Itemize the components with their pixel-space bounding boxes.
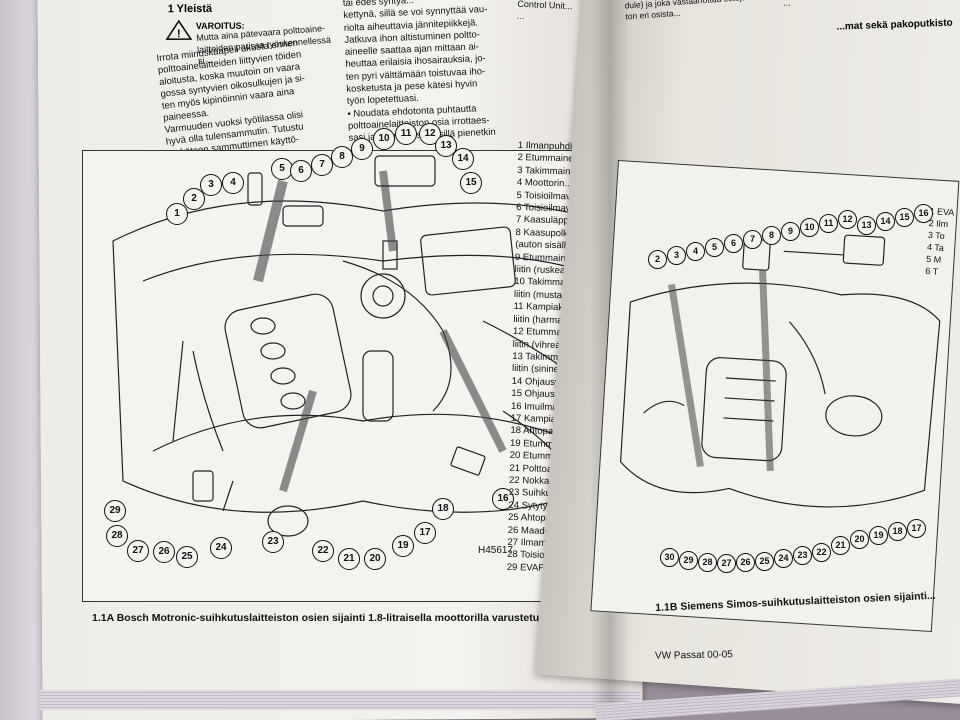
callout-18: 18 [432,498,454,520]
callout-b-2: 2 [648,250,667,269]
warning-triangle-icon: ! [165,19,193,40]
callout-b-6: 6 [724,234,743,253]
callout-24: 24 [210,537,232,559]
callout-6: 6 [290,160,312,182]
figure-ref-code: H45617 [478,545,514,556]
callout-21: 21 [338,548,360,570]
callout-b-15: 15 [895,208,914,227]
callout-b-22: 22 [812,543,831,562]
svg-text:!: ! [177,28,181,40]
callout-2: 2 [183,188,205,210]
legend-b-row: 6 T [925,265,939,277]
callout-4: 4 [222,172,244,194]
callout-b-10: 10 [800,218,819,237]
callout-7: 7 [311,154,333,176]
callout-b-27: 27 [717,554,736,573]
left-page: 1 Yleistä ! VAROITUS: Mutta aina pätevaa… [37,0,643,720]
callout-25: 25 [176,546,198,568]
callout-b-25: 25 [755,552,774,571]
callout-b-4: 4 [686,242,705,261]
callout-b-26: 26 [736,553,755,572]
engine-bay-drawing [112,155,614,537]
callout-b-19: 19 [869,526,888,545]
callout-26: 26 [153,541,175,563]
callout-b-28: 28 [698,553,717,572]
callout-23: 23 [262,531,284,553]
page-footer: VW Passat 00-05 [654,649,733,662]
right-header: ...mat sekä pakoputkisto [836,17,953,33]
callout-b-24: 24 [774,549,793,568]
section-header: 1 Yleistä [167,2,213,16]
figure-a-caption: 1.1A Bosch Motronic-suihkutuslaitteiston… [92,612,600,624]
callout-29: 29 [104,500,126,522]
callout-19: 19 [392,535,414,557]
callout-b-3: 3 [667,246,686,265]
callout-22: 22 [312,540,334,562]
right-col1-text: lyhenne ECM (Electronic Control Mo- dule… [624,0,776,22]
warning-box: ! VAROITUS: Mutta aina pätevaara polttoa… [165,19,331,66]
callout-b-30: 30 [660,548,679,567]
callout-b-29: 29 [679,551,698,570]
callout-b-20: 20 [850,530,869,549]
callout-20: 20 [364,548,386,570]
callout-b-8: 8 [762,226,781,245]
right-col2-text: ... [783,0,791,8]
callout-17: 17 [414,522,436,544]
callout-11: 11 [395,123,417,145]
callout-3: 3 [200,174,222,196]
callout-5: 5 [271,158,293,180]
col1-text: Irrota miinuskaapeli akusta ennen poltto… [155,37,306,160]
callout-13: 13 [435,135,457,157]
callout-9: 9 [351,138,373,160]
col2-text: tai edes syntyä... kettynä, sillä se voi… [342,0,496,144]
callout-b-9: 9 [781,222,800,241]
callout-b-16: 16 [914,204,933,223]
callout-b-11: 11 [819,214,838,233]
callout-b-17: 17 [907,519,926,538]
callout-b-18: 18 [888,522,907,541]
callout-16: 16 [492,488,514,510]
callout-1: 1 [166,203,188,225]
callout-b-21: 21 [831,536,850,555]
callout-b-13: 13 [857,216,876,235]
callout-b-12: 12 [838,210,857,229]
callout-14: 14 [452,148,474,170]
callout-b-5: 5 [705,238,724,257]
callout-b-7: 7 [743,230,762,249]
callout-8: 8 [331,146,353,168]
callout-27: 27 [127,540,149,562]
callout-b-14: 14 [876,212,895,231]
callout-28: 28 [106,525,128,547]
left-page-stack [40,690,640,710]
callout-15: 15 [460,172,482,194]
callout-10: 10 [373,128,395,150]
callout-b-23: 23 [793,546,812,565]
